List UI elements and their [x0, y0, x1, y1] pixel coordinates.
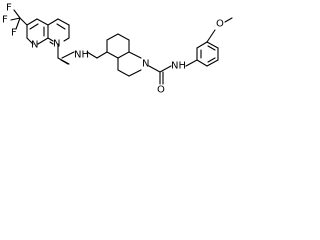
bond [117, 33, 130, 41]
bond [128, 51, 142, 59]
bond [10, 17, 21, 21]
bond [206, 59, 219, 67]
bond [117, 51, 130, 59]
bonds [10, 9, 233, 85]
atom-label-nh-left: NH [74, 50, 89, 61]
bond [128, 69, 142, 77]
molecule-diagram: F F F N N NH N NH O O [2, 3, 233, 96]
atom-label-n-lower: N [53, 39, 60, 50]
bond [207, 57, 216, 63]
bond [106, 51, 119, 59]
bond [96, 51, 108, 59]
atom-label-o-carbonyl: O [157, 85, 165, 96]
atom-label-nh-right: NH [171, 61, 186, 72]
bond [185, 59, 198, 67]
bond [63, 37, 70, 42]
atom-label-f1: F [6, 3, 12, 14]
bond [26, 37, 34, 45]
bond [56, 23, 66, 30]
bond [13, 9, 21, 19]
bond [86, 51, 98, 59]
atom-label-n-piperidine: N [142, 59, 149, 70]
bond [61, 51, 75, 59]
atom-label-n-upper: N [31, 40, 38, 51]
atom-labels: F F F N N NH N NH O O [2, 3, 224, 96]
bond [206, 29, 216, 43]
atom-label-f3: F [11, 28, 17, 39]
bond [47, 18, 59, 26]
bond [37, 37, 49, 45]
bond [15, 17, 21, 30]
bond [19, 17, 28, 26]
bond [47, 37, 54, 42]
bond [196, 59, 208, 67]
bond [26, 18, 38, 26]
bond [148, 65, 161, 73]
bond [60, 59, 69, 65]
bond [49, 41, 54, 45]
bond [57, 18, 70, 26]
bond [29, 23, 39, 30]
atom-label-o-ether: O [216, 19, 224, 30]
bond [207, 45, 216, 51]
atom-label-f2: F [2, 15, 8, 26]
bond [117, 69, 130, 77]
bond [36, 18, 49, 26]
bond [224, 17, 233, 23]
bond [159, 65, 172, 73]
bond [196, 41, 208, 49]
bond [206, 41, 219, 49]
bond [106, 33, 119, 41]
